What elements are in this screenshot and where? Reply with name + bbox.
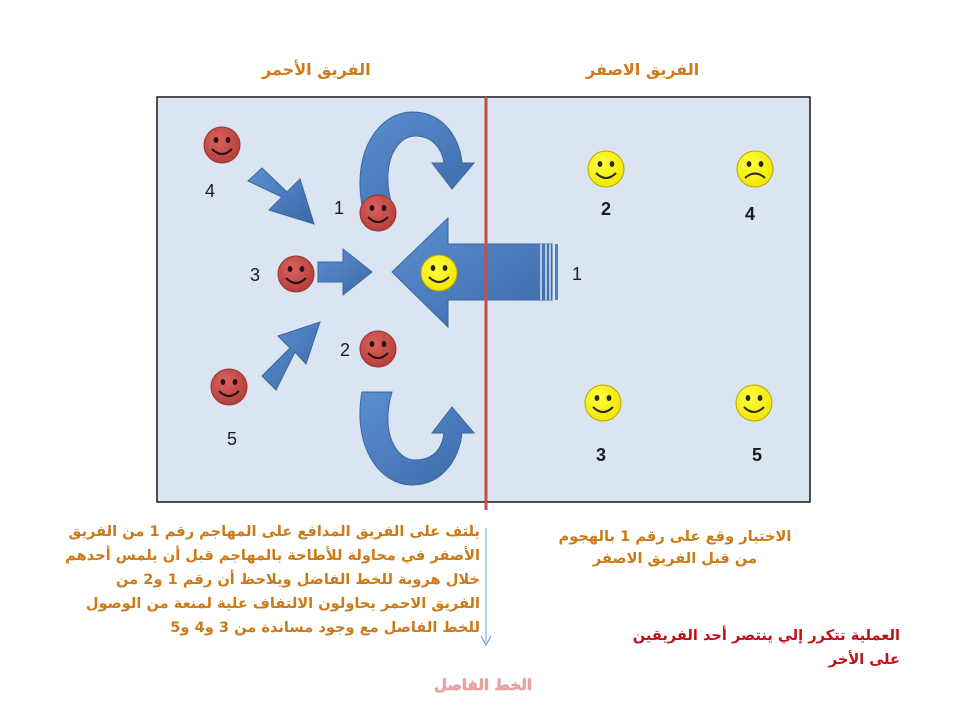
note-line: الفريق الاحمر يحاولون الالتفاف علية لمنع…: [85, 595, 480, 612]
yellow-team-title: الفريق الاصفر: [586, 60, 700, 79]
note-line: من قبل الفريق الاصفر: [592, 550, 758, 567]
support-arrow-diagonal-down-icon: [247, 167, 315, 225]
red-player-3: [277, 255, 315, 293]
red-player-label: 1: [334, 198, 345, 218]
big-attack-arrow-icon: [391, 216, 553, 329]
yellow-player-2: [587, 150, 625, 188]
note-line: على الأخر: [828, 651, 900, 668]
yellow-player-1: [420, 254, 458, 292]
red-player-label: 2: [340, 340, 351, 360]
red-player-2: [359, 330, 397, 368]
red-player-4: [203, 126, 241, 164]
repeat-explanation: العملية تتكرر إلي ينتصر أحد الفريقين على…: [600, 624, 900, 672]
defense-explanation: يلتف على الفريق المدافع على المهاجم رقم …: [30, 520, 480, 640]
yellow-player-label: 1: [572, 264, 583, 284]
yellow-player-5: [735, 384, 773, 422]
note-line: العملية تتكرر إلي ينتصر أحد الفريقين: [632, 627, 900, 644]
note-line: خلال هروبة للخط الفاضل ويلاحظ أن رقم 1 و…: [116, 571, 480, 588]
support-arrow-right-icon: [317, 247, 373, 297]
arrow-tail-stripes: [540, 244, 555, 300]
yellow-player-label: 4: [745, 204, 756, 224]
note-line: الأصفر في محاولة للأطاحة بالمهاجم قبل أن…: [65, 547, 480, 564]
divider-pointer-icon: [480, 635, 492, 647]
red-player-1: [359, 194, 397, 232]
support-arrow-diagonal-up-icon: [261, 321, 321, 391]
red-player-label: 4: [205, 181, 216, 201]
curved-arrow-bottom-icon: [359, 391, 476, 486]
curved-arrow-top-icon: [359, 111, 476, 206]
note-line: يلتف على الفريق المدافع على المهاجم رقم …: [68, 523, 480, 540]
red-player-label: 5: [227, 429, 238, 449]
note-line: للخط الفاصل مع وجود مساندة من 3 و4 و5: [170, 619, 480, 636]
divider-label: الخط الفاصل: [434, 676, 532, 694]
yellow-player-label: 3: [596, 445, 607, 465]
yellow-player-4: [736, 150, 774, 188]
red-team-title: الفريق الأحمر: [262, 60, 371, 79]
yellow-player-label: 2: [601, 199, 612, 219]
red-player-5: [210, 368, 248, 406]
yellow-player-3: [584, 384, 622, 422]
red-player-label: 3: [250, 265, 261, 285]
note-line: الاختيار وقع على رقم 1 بالهجوم: [558, 528, 792, 545]
yellow-player-label: 5: [752, 445, 763, 465]
attack-explanation: الاختيار وقع على رقم 1 بالهجوم من قبل ال…: [540, 526, 810, 570]
